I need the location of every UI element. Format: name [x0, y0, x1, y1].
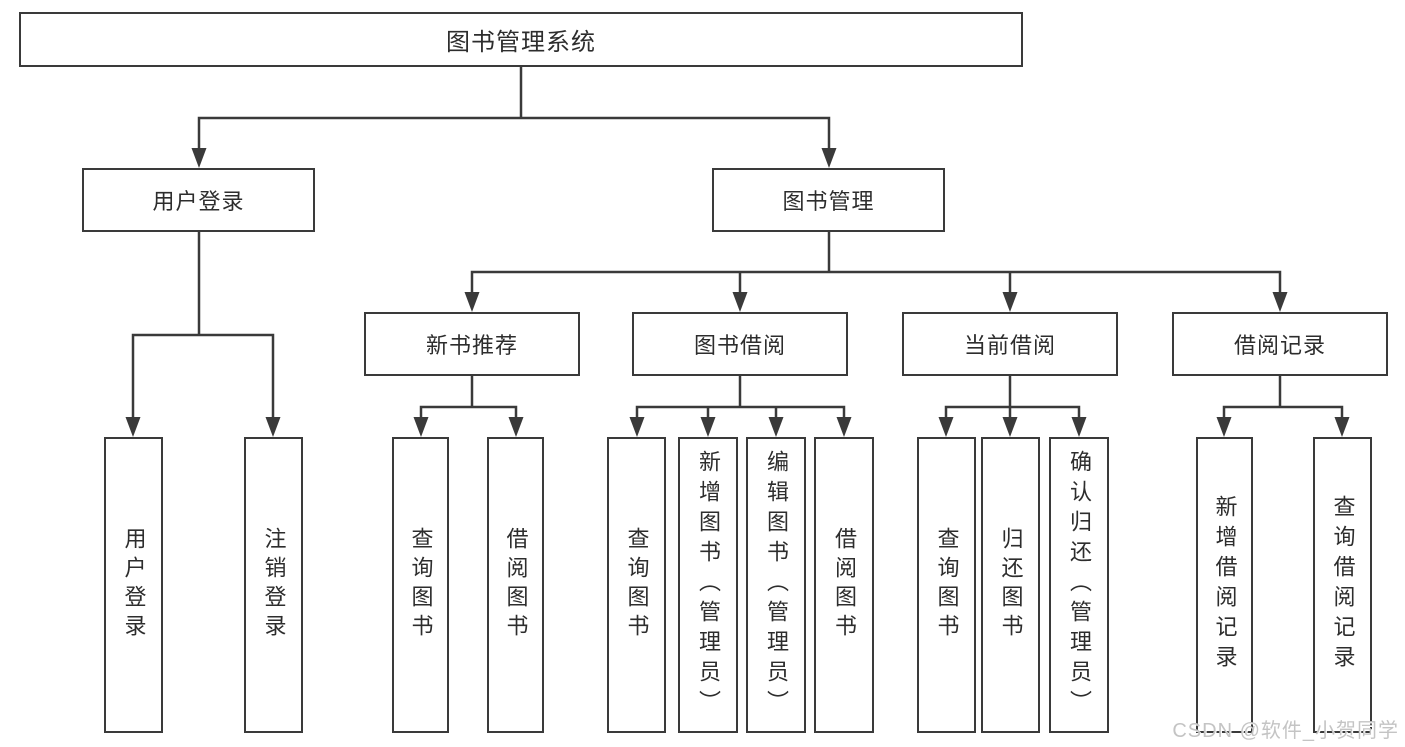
- leaf-borrow-books-recommend: 借阅图书: [487, 437, 544, 733]
- node-book-management: 图书管理: [712, 168, 945, 232]
- node-book-borrowing: 图书借阅: [632, 312, 848, 376]
- node-current-borrowing: 当前借阅: [902, 312, 1118, 376]
- leaf-add-borrow-record: 新增借阅记录: [1196, 437, 1253, 733]
- node-new-book-recommend: 新书推荐: [364, 312, 580, 376]
- node-borrowing-records: 借阅记录: [1172, 312, 1388, 376]
- leaf-query-books-recommend: 查询图书: [392, 437, 449, 733]
- leaf-query-borrow-record: 查询借阅记录: [1313, 437, 1372, 733]
- leaf-confirm-return-admin: 确认归还（管理员）: [1049, 437, 1109, 733]
- leaf-logout: 注销登录: [244, 437, 303, 733]
- leaf-user-login: 用户登录: [104, 437, 163, 733]
- leaf-borrow-books-borrowing: 借阅图书: [814, 437, 874, 733]
- leaf-edit-books-admin: 编辑图书（管理员）: [746, 437, 806, 733]
- leaf-query-books-current: 查询图书: [917, 437, 976, 733]
- csdn-watermark: CSDN @软件_小贺同学: [1172, 720, 1399, 742]
- leaf-return-books: 归还图书: [981, 437, 1040, 733]
- leaf-add-books-admin: 新增图书（管理员）: [678, 437, 738, 733]
- node-user-login: 用户登录: [82, 168, 315, 232]
- leaf-query-books-borrowing: 查询图书: [607, 437, 666, 733]
- node-library-system: 图书管理系统: [19, 12, 1023, 67]
